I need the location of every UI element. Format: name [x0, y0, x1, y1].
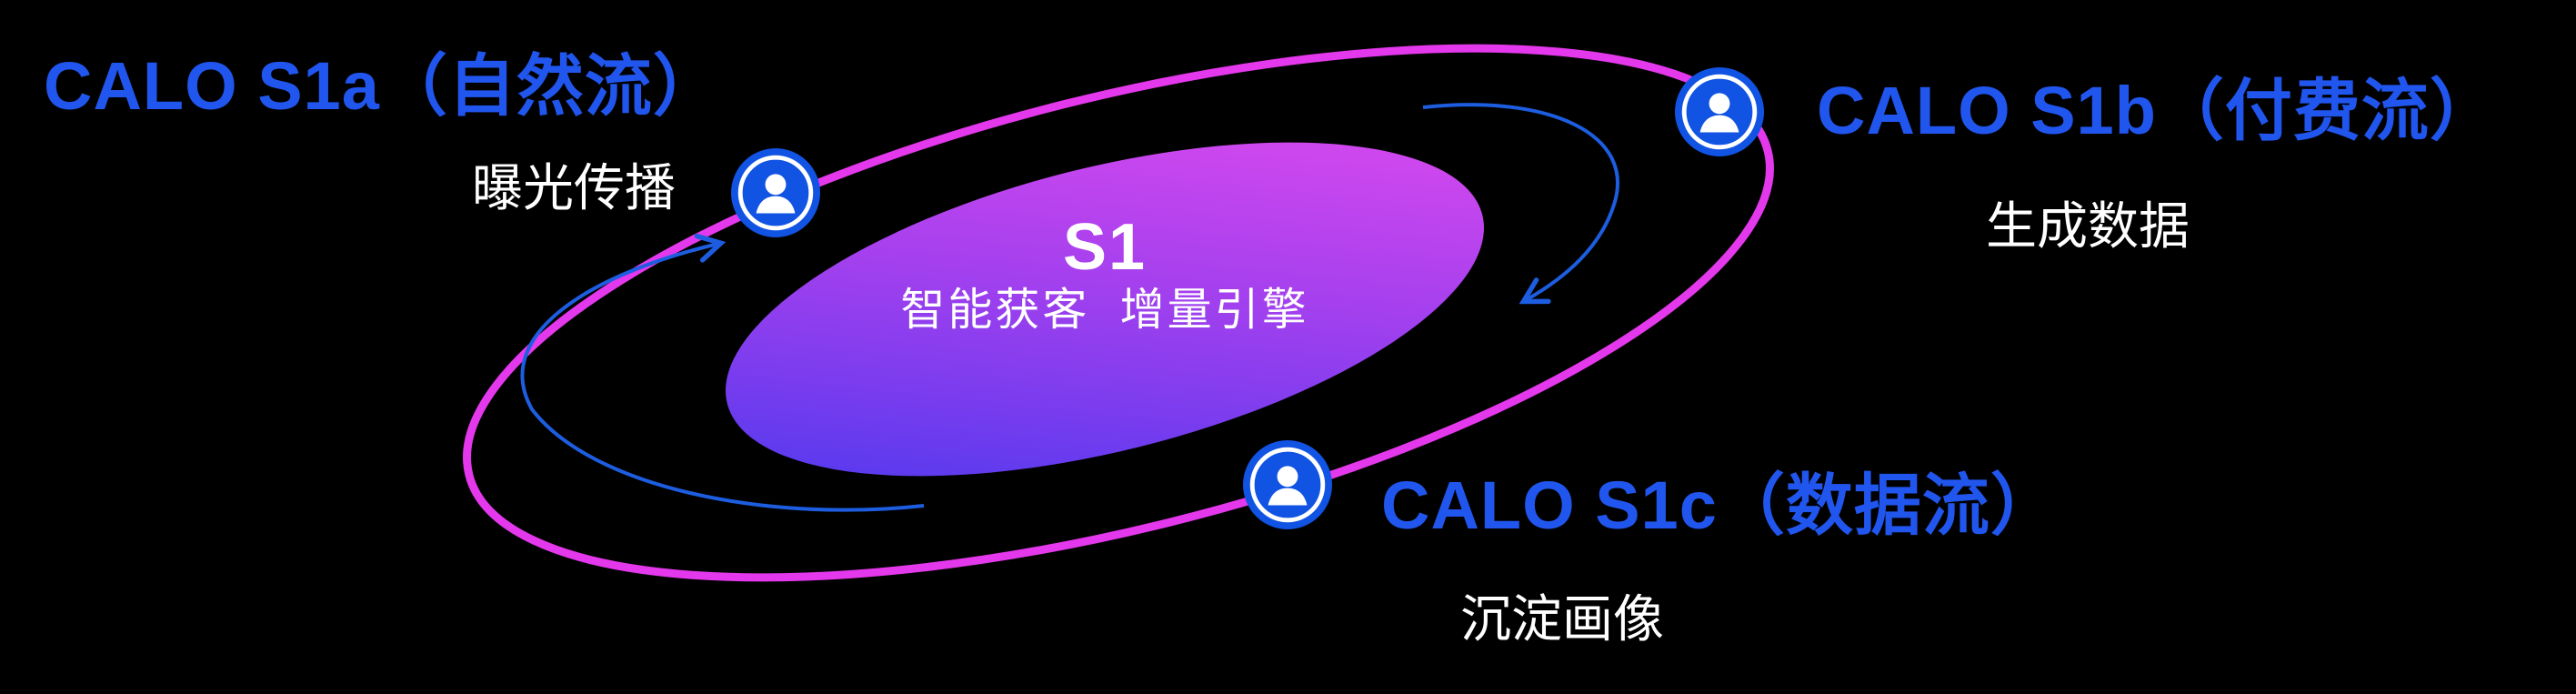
node-badge-s1c [1243, 440, 1332, 529]
node-sublabel-s1b: 生成数据 [1986, 197, 2190, 255]
node-label-s1b: CALO S1b（付费流） [1817, 73, 2498, 148]
node-label-s1c: CALO S1c（数据流） [1381, 468, 2059, 543]
core-subtitle: 智能获客 增量引擎 [900, 286, 1309, 335]
user-icon [731, 148, 820, 237]
node-sublabel-s1a: 曝光传播 [472, 159, 676, 216]
node-badge-s1a [731, 148, 820, 237]
orbit-ring [463, 44, 1774, 582]
flow-arrow-right [1422, 103, 1619, 305]
core-ellipse [726, 142, 1484, 477]
node-badge-s1b [1675, 67, 1764, 156]
flow-arrow-left [520, 233, 925, 512]
user-icon [1243, 440, 1332, 529]
node-label-s1a: CALO S1a（自然流） [44, 48, 721, 124]
core-title: S1 [1062, 211, 1148, 284]
user-icon [1675, 67, 1764, 156]
node-sublabel-s1c: 沉淀画像 [1460, 590, 1664, 648]
core-label-group: S1 智能获客 增量引擎 [900, 211, 1308, 337]
